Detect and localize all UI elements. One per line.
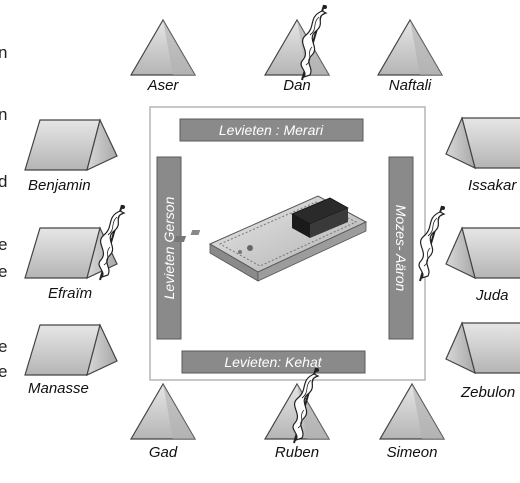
tent-benjamin: Benjamin [24, 118, 118, 194]
tribe-label: Juda [475, 287, 509, 304]
margin-fragment: e [0, 235, 7, 254]
banner-flag-icon [418, 205, 446, 282]
levite-bar-right: Mozes- Aäron [388, 156, 414, 340]
levite-bar-bottom: Levieten: Kehat [181, 350, 366, 374]
levite-label-mozes-aaron: Mozes- Aäron [393, 205, 409, 292]
tribe-label: Manasse [28, 380, 89, 397]
margin-fragment: e [0, 262, 7, 281]
banner-flag-icon [98, 204, 126, 281]
margin-fragment: e [0, 362, 7, 381]
tent-efraïm: Efraïm [24, 226, 118, 302]
margin-fragment: d [0, 172, 7, 191]
tent-juda: Juda [445, 226, 520, 304]
tribe-label: Zebulon [460, 384, 515, 401]
levite-label-merari: Levieten : Merari [219, 122, 324, 138]
tribe-label: Issakar [468, 177, 517, 194]
margin-fragment: e [0, 337, 7, 356]
tent-zebulon: Zebulon [445, 321, 520, 401]
levite-bar-top: Levieten : Merari [179, 118, 364, 142]
tabernacle-icon [173, 195, 368, 282]
tribe-label: Efraïm [48, 285, 92, 302]
tent-simeon: Simeon [378, 382, 446, 461]
margin-fragment: n [0, 105, 7, 124]
tribe-label: Benjamin [28, 177, 91, 194]
tribe-label: Simeon [387, 444, 438, 461]
levite-bar-left: Levieten Gerson [156, 156, 182, 340]
tribe-label: Ruben [275, 444, 319, 461]
tribe-label: Dan [283, 77, 311, 94]
margin-fragment: n [0, 43, 7, 62]
tent-naftali: Naftali [376, 18, 444, 94]
margin-fragments: n n d e e e e [0, 43, 7, 381]
levite-label-kehat: Levieten: Kehat [224, 354, 322, 370]
banner-flag-icon [300, 4, 328, 81]
levite-label-gerson: Levieten Gerson [161, 196, 177, 299]
banner-flag-icon [292, 367, 320, 444]
tent-issakar: Issakar [445, 116, 520, 194]
tribe-label: Naftali [389, 77, 432, 94]
tent-dan: Dan [263, 18, 331, 94]
tent-manasse: Manasse [24, 323, 118, 397]
tent-gad: Gad [129, 382, 197, 461]
tribe-label: Aser [147, 77, 180, 94]
tribe-label: Gad [149, 444, 178, 461]
tent-aser: Aser [129, 18, 197, 94]
